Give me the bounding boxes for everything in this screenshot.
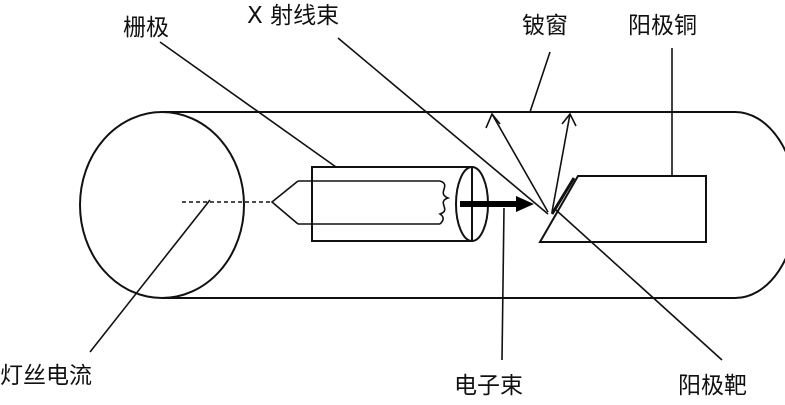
label-xray-beam: X 射线束: [247, 3, 340, 29]
label-anode-target: 阳极靶: [678, 373, 747, 399]
label-anode-copper: 阳极铜: [628, 13, 697, 39]
leader-lines: [89, 37, 723, 361]
xray-arrows: [485, 112, 577, 213]
electron-beam-arrow: [460, 196, 534, 212]
label-grid: 栅极: [123, 15, 169, 41]
grid-cup: [270, 166, 489, 242]
tube-end-cap: [79, 111, 245, 299]
label-beryllium-window: 铍窗: [522, 13, 568, 39]
tube-body: [79, 111, 785, 299]
label-electron-beam: 电子束: [454, 373, 523, 399]
anode-block: [538, 175, 707, 243]
label-filament-current: 灯丝电流: [0, 363, 92, 389]
